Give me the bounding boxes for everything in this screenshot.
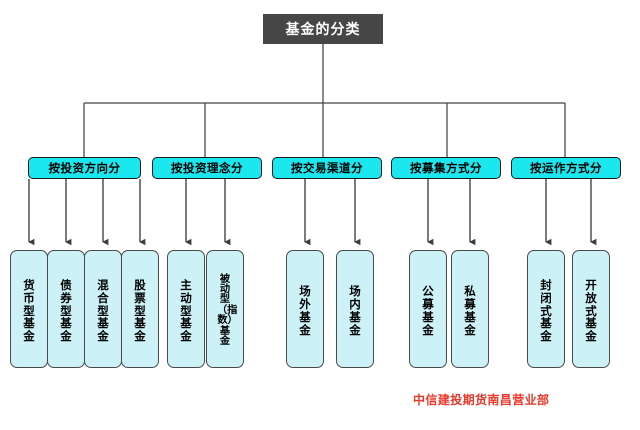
category-node-investment-philosophy[interactable]: 按投资理念分 [152,157,262,179]
leaf-label: 货币型基金 [23,277,35,344]
leaf-label: 场内基金 [349,284,361,337]
category-node-investment-direction[interactable]: 按投资方向分 [28,157,141,179]
leaf-node-private-offering-fund[interactable]: 私募基金 [451,250,489,368]
leaf-node-equity-fund[interactable]: 股票型基金 [121,250,159,368]
leaf-node-hybrid-fund[interactable]: 混合型基金 [84,250,122,368]
leaf-label: 被动型（指数）基金 [217,273,238,348]
leaf-node-closed-end-fund[interactable]: 封闭式基金 [527,250,565,368]
leaf-label: 混合型基金 [97,277,109,344]
leaf-label: 私募基金 [464,284,476,337]
leaf-label: 开放式基金 [585,277,597,344]
category-node-operation-method[interactable]: 按运作方式分 [511,157,621,179]
leaf-node-money-market-fund[interactable]: 货币型基金 [10,250,48,368]
leaf-node-active-fund[interactable]: 主动型基金 [167,250,205,368]
leaf-label: 主动型基金 [180,277,192,344]
leaf-label: 场外基金 [299,284,311,337]
leaf-node-otc-fund[interactable]: 场外基金 [286,250,324,368]
footer-branch-name: 中信建投期货南昌营业部 [413,393,550,407]
leaf-label: 公募基金 [422,284,434,337]
root-node-title: 基金的分类 [263,14,383,44]
leaf-node-exchange-traded-fund[interactable]: 场内基金 [336,250,374,368]
leaf-label: 股票型基金 [134,277,146,344]
leaf-label: 债券型基金 [60,277,72,344]
leaf-node-bond-fund[interactable]: 债券型基金 [47,250,85,368]
leaf-label: 封闭式基金 [540,277,552,344]
leaf-node-passive-index-fund[interactable]: 被动型（指数）基金 [206,250,244,368]
category-node-trading-channel[interactable]: 按交易渠道分 [272,157,382,179]
leaf-node-public-offering-fund[interactable]: 公募基金 [409,250,447,368]
leaf-node-open-end-fund[interactable]: 开放式基金 [572,250,610,368]
category-node-fundraising-method[interactable]: 按募集方式分 [391,157,501,179]
